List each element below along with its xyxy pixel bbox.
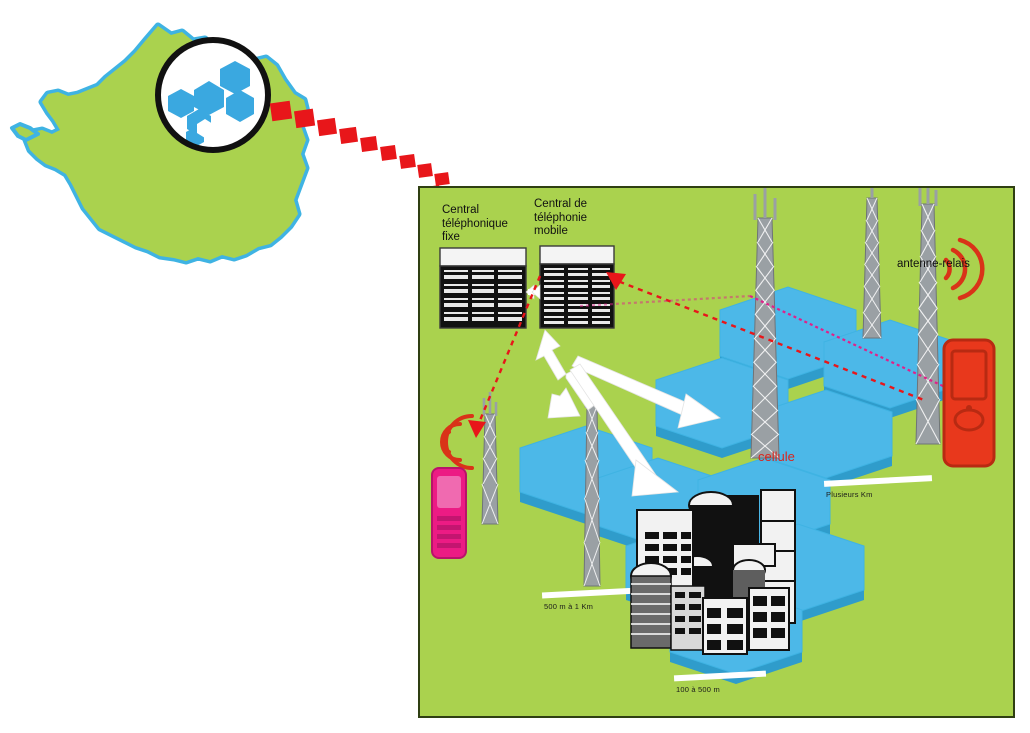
red-dotted-link-left	[468, 275, 542, 438]
lens-rim	[155, 37, 271, 153]
telephone-exchange-icon	[439, 247, 527, 329]
label-central-telephonique-fixe: Central téléphonique fixe	[442, 204, 508, 243]
network-panel: Central téléphonique fixe Central de tél…	[418, 186, 1015, 718]
magenta-dotted-link	[579, 294, 961, 395]
lens-hexagon-cluster	[168, 61, 254, 147]
antenna-tower-icon	[481, 188, 941, 587]
magnifier-svg	[155, 37, 271, 153]
distance-bars	[541, 475, 933, 682]
label-distance-100-500m: 100 à 500 m	[676, 685, 720, 694]
label-central-telephonie-mobile: Central de téléphonie mobile	[534, 198, 588, 237]
label-distance-plusieurs-km: Plusieurs Km	[826, 490, 873, 499]
radio-wave-icon-left	[440, 414, 474, 470]
mobile-switching-center-icon	[539, 245, 615, 329]
radio-wave-icon	[943, 237, 985, 301]
mobile-phone-icon-red	[942, 338, 996, 468]
city-buildings-icon	[630, 489, 796, 655]
network-scene	[431, 188, 996, 684]
magnifier-lens	[151, 33, 275, 157]
label-distance-500m-1km: 500 m à 1 Km	[544, 602, 594, 611]
link-arrows	[535, 329, 721, 497]
double-arrow-icon	[525, 284, 541, 300]
label-cellule: cellule	[758, 449, 795, 464]
red-dotted-link-right	[606, 272, 925, 402]
label-antenne-relais: antenne-relais	[897, 258, 970, 270]
mobile-phone-icon-pink	[431, 467, 467, 559]
